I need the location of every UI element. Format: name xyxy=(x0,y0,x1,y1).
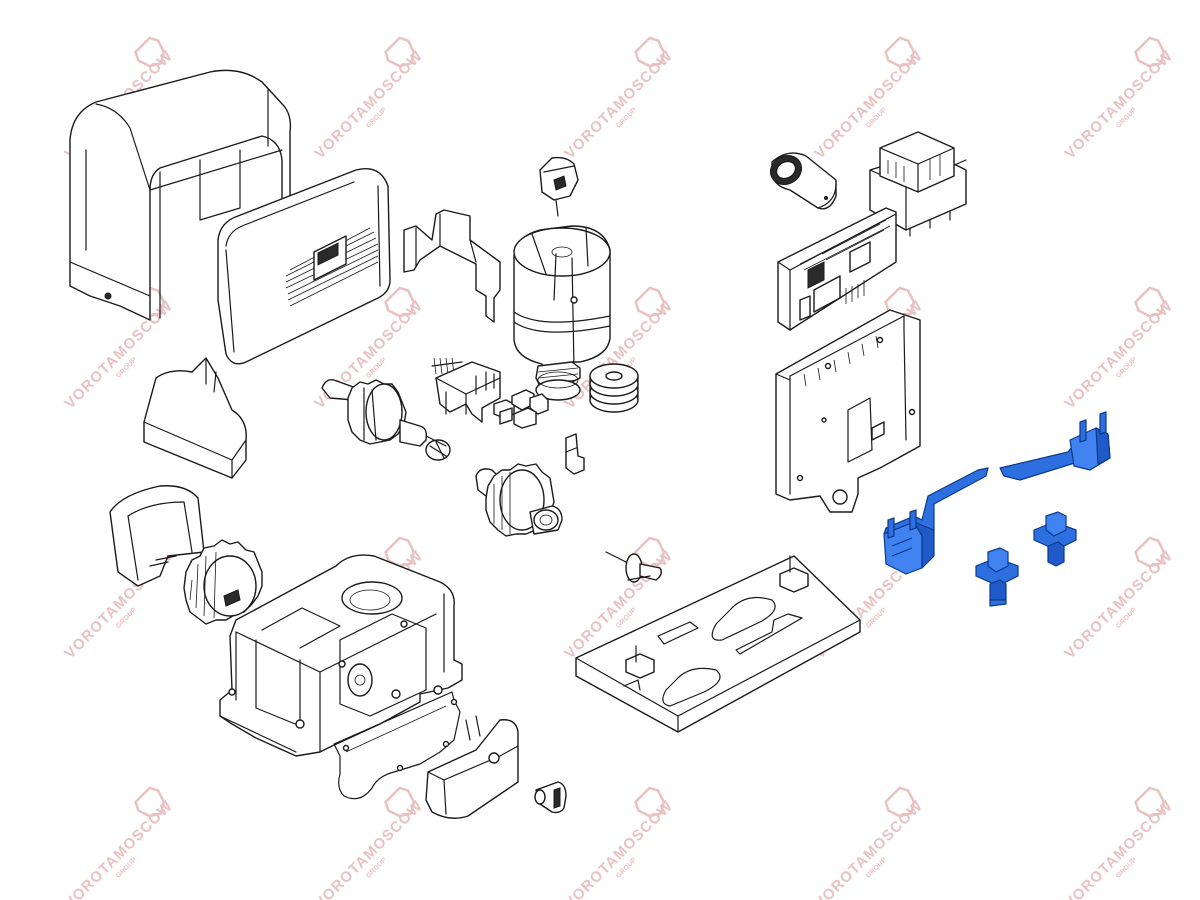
board-mounting-plate xyxy=(775,309,921,513)
watermark-text: VOROTAMOSCOW xyxy=(1061,47,1176,162)
release-handle-cover xyxy=(109,485,205,587)
watermark-emblem-icon xyxy=(384,786,416,818)
watermark-emblem-icon xyxy=(884,36,916,68)
pinion-gear xyxy=(183,539,263,625)
watermark-emblem-icon xyxy=(634,786,666,818)
gasket xyxy=(333,691,461,800)
spring-washers xyxy=(589,363,639,413)
watermark-emblem-icon xyxy=(1134,786,1166,818)
drive-gear xyxy=(475,463,563,537)
watermark-emblem-icon xyxy=(634,36,666,68)
end-cap xyxy=(425,715,519,819)
worm-shaft-gear xyxy=(321,378,451,461)
watermark-emblem-icon xyxy=(1134,36,1166,68)
watermark-emblem-icon xyxy=(1134,286,1166,318)
watermark-emblem-icon xyxy=(384,286,416,318)
watermark-emblem-icon xyxy=(134,786,166,818)
limit-switch-cam-left xyxy=(883,467,989,575)
limit-switch-cam-right xyxy=(999,411,1111,481)
watermark-text: VOROTAMOSCOW xyxy=(561,797,676,900)
control-board xyxy=(777,207,897,331)
watermark-text: VOROTAMOSCOW xyxy=(1061,797,1176,900)
watermark-text: VOROTAMOSCOW xyxy=(61,797,176,900)
anchoring-plate xyxy=(575,555,861,733)
watermark-text: VOROTAMOSCOW xyxy=(811,797,926,900)
watermark-emblem-icon xyxy=(884,786,916,818)
watermark-emblem-icon xyxy=(134,36,166,68)
cam-fixing-bolt-right xyxy=(1033,511,1077,567)
watermark-text: VOROTAMOSCOW xyxy=(1061,547,1176,662)
control-panel-cover: CAME xyxy=(217,168,391,365)
limit-switch-assembly xyxy=(431,357,501,423)
capacitor xyxy=(769,152,837,210)
watermark-emblem-icon xyxy=(384,536,416,568)
terminal-blocks xyxy=(493,389,549,429)
motor-cover-housing xyxy=(69,69,292,321)
motor-bracket xyxy=(403,209,501,323)
release-key xyxy=(534,781,567,814)
terminal-cover xyxy=(143,357,247,479)
watermark-emblem-icon xyxy=(634,286,666,318)
motor-plug xyxy=(539,156,579,217)
cam-fixing-bolt-left xyxy=(975,547,1019,607)
watermark-emblem-icon xyxy=(384,36,416,68)
small-shaft xyxy=(605,551,663,583)
gearbox-body xyxy=(219,554,463,757)
motor xyxy=(513,225,611,401)
watermark-text: VOROTAMOSCOW xyxy=(561,47,676,162)
fuse-holder xyxy=(565,433,585,475)
watermark-emblem-icon xyxy=(1134,536,1166,568)
watermark-text: VOROTAMOSCOW xyxy=(1061,297,1176,412)
watermark-text: VOROTAMOSCOW xyxy=(311,797,426,900)
watermark-text: VOROTAMOSCOW xyxy=(311,47,426,162)
